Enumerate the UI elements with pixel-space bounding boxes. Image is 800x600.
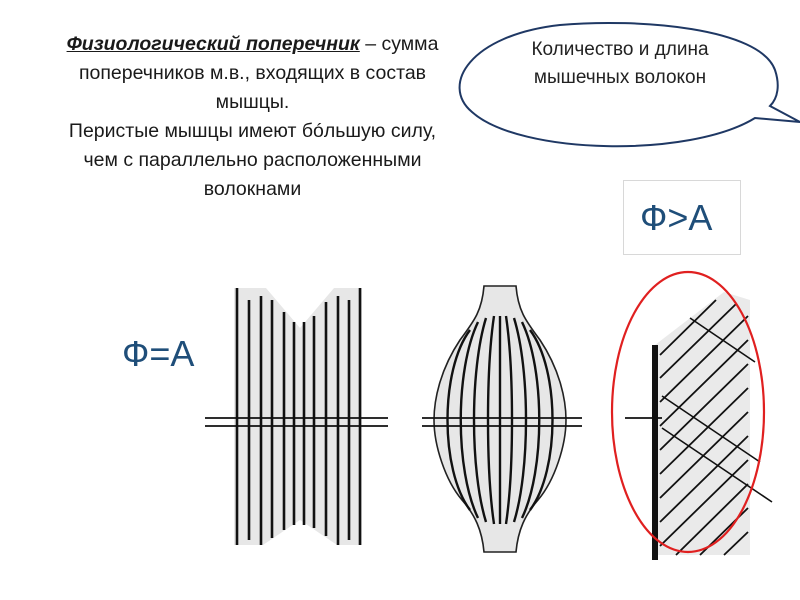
highlight-ellipse (610, 270, 766, 554)
pennate-statement: Перистые мышцы имеют бóльшую силу, чем с… (68, 120, 437, 200)
fusiform-muscle-diagram (422, 285, 582, 553)
parallel-muscle-outline (234, 288, 362, 545)
definition-text: – сумма поперечников м.в., входящих в со… (78, 33, 439, 113)
speech-bubble (458, 21, 800, 148)
pennate-muscle-diagram (625, 292, 773, 560)
parallel-muscle-diagram (205, 288, 388, 545)
pennate-cross-lines (661, 317, 773, 503)
speech-bubble-text: Количество и длина мышечных волокон (531, 39, 709, 88)
fusiform-fibers (446, 315, 554, 525)
formula-greater-box (623, 180, 741, 255)
formula-equal: Ф=А (122, 333, 195, 374)
formula-greater: Ф>А (640, 197, 713, 238)
term-physiological-cross-section: Физиологический поперечник (66, 33, 360, 55)
definition-text-block: Физиологический поперечник – сумма попер… (60, 30, 445, 204)
parallel-fibers (235, 288, 362, 545)
definition-paragraph: Физиологический поперечник – сумма попер… (60, 30, 445, 117)
